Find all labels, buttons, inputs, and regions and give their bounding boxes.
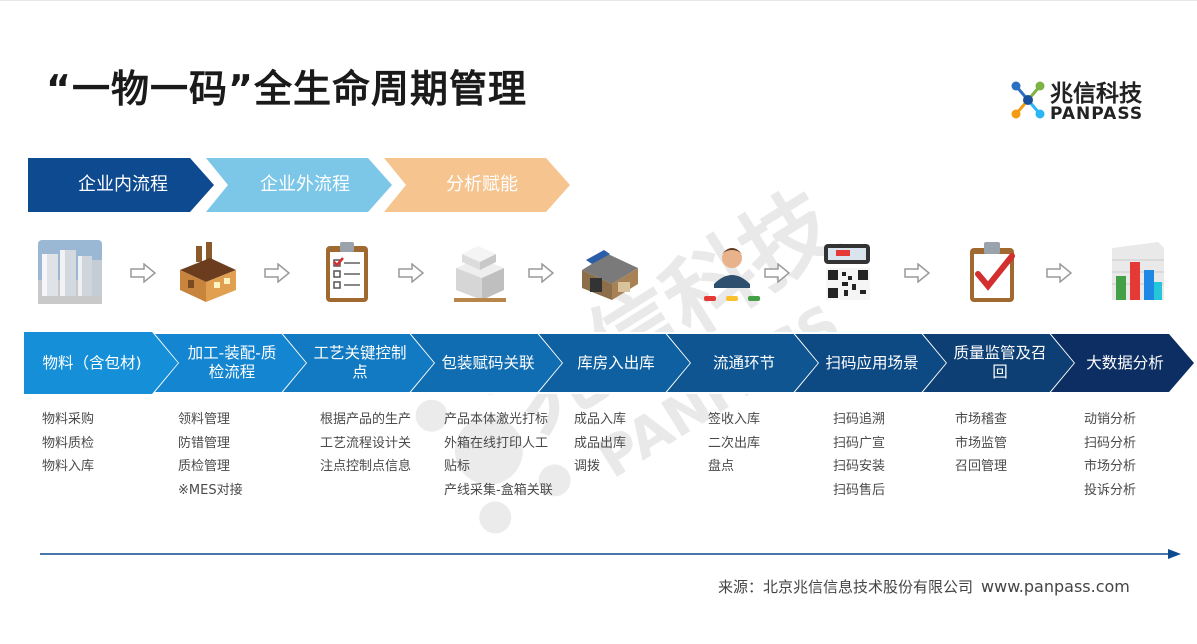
- next-arrow-icon: [264, 262, 291, 287]
- check-clipboard-icon: [962, 240, 1026, 304]
- stage-detail-list: 物料采购 物料质检 物料入库: [42, 408, 152, 479]
- stage-detail-list: 市场稽查 市场监管 召回管理: [955, 408, 1055, 479]
- detail-item: 注点控制点信息: [320, 459, 412, 474]
- logo-name-cn: 兆信科技: [1050, 81, 1142, 107]
- detail-item: 市场分析: [1084, 459, 1137, 474]
- checklist-clipboard-icon: [316, 240, 380, 304]
- detail-item: 盘点: [708, 459, 735, 474]
- stage-chevron: 工艺关键控制点: [280, 332, 438, 394]
- next-arrow-icon: [1046, 262, 1073, 287]
- next-arrow-icon: [398, 262, 425, 287]
- stage-label: 扫码应用场景: [825, 353, 919, 372]
- page-title: “一物一码”全生命周期管理: [46, 67, 527, 111]
- detail-item: 贴标: [444, 459, 471, 474]
- detail-item: 市场监管: [955, 435, 1008, 451]
- next-arrow-icon: [130, 262, 157, 287]
- detail-item: 动销分析: [1084, 412, 1137, 427]
- stage-label: 质量监管及召回: [953, 344, 1047, 381]
- stage-label: 库房入出库: [577, 353, 655, 372]
- stage-detail-list: 根据产品的生产 工艺流程设计关 注点控制点信息: [320, 408, 416, 479]
- next-arrow-icon: [904, 262, 931, 287]
- detail-item: 物料采购: [42, 412, 95, 427]
- stage-chevron: 包装赋码关联: [408, 332, 566, 394]
- bar-chart-icon: [1106, 240, 1170, 304]
- detail-item: 投诉分析: [1084, 482, 1137, 498]
- detail-item: 召回管理: [955, 459, 1008, 474]
- stage-detail-list: 产品本体激光打标 外箱在线打印人工 贴标 产线采集-盒箱关联: [444, 408, 556, 502]
- detail-item: 扫码分析: [1084, 435, 1137, 451]
- timeline-arrow: [40, 549, 1181, 559]
- logo-name-en: PANPASS: [1050, 104, 1144, 124]
- detail-item: 调拨: [574, 459, 601, 474]
- stage-label: 工艺关键控制点: [313, 344, 407, 381]
- stage-detail-list: 动销分析 扫码分析 市场分析 投诉分析: [1084, 408, 1184, 502]
- stage-label: 物料（含包材): [42, 353, 142, 372]
- stage-detail-list: 扫码追溯 扫码广宣 扫码安装 扫码售后: [833, 408, 933, 502]
- qr-phone-icon: [816, 240, 880, 304]
- stage-chevron: 质量监管及召回: [920, 332, 1078, 394]
- stage-chevron: 加工-装配-质检流程: [152, 332, 310, 394]
- detail-item: 工艺流程设计关: [320, 435, 412, 451]
- panpass-logo-icon: [1011, 81, 1045, 119]
- next-arrow-icon: [764, 262, 791, 287]
- detail-item: 防错管理: [178, 435, 231, 451]
- detail-item: 产线采集-盒箱关联: [444, 482, 553, 498]
- detail-item: 市场稽查: [955, 412, 1008, 427]
- person-icon: [700, 240, 764, 304]
- detail-item: 产品本体激光打标: [444, 412, 549, 427]
- source-footer: 来源：北京兆信信息技术股份有限公司 www.panpass.com: [718, 576, 1130, 597]
- warehouse-icon: [578, 240, 642, 304]
- stage-detail-list: 领料管理 防错管理 质检管理 ※MES对接: [178, 408, 288, 502]
- factory-icon: [176, 240, 240, 304]
- stage-detail-list: 成品入库 成品出库 调拨: [574, 408, 674, 479]
- stage-chevron: 库房入出库: [536, 332, 694, 394]
- detail-item: 物料质检: [42, 435, 95, 451]
- top-border: [0, 0, 1197, 1]
- storage-tanks-icon: [38, 240, 102, 304]
- detail-item: 二次出库: [708, 435, 761, 451]
- detail-item: 外箱在线打印人工: [444, 435, 549, 451]
- stage-detail-list: 签收入库 二次出库 盘点: [708, 408, 808, 479]
- detail-item: 扫码追溯: [833, 412, 886, 427]
- stage-label: 大数据分析: [1086, 353, 1164, 372]
- detail-item: 扫码售后: [833, 482, 886, 498]
- detail-item: 物料入库: [42, 459, 95, 474]
- phase-label: 企业外流程: [260, 174, 350, 195]
- detail-item: 领料管理: [178, 412, 231, 427]
- stage-chevron: 扫码应用场景: [792, 332, 950, 394]
- detail-item: 质检管理: [178, 459, 231, 474]
- logo: 兆信科技 PANPASS: [1008, 74, 1168, 130]
- stage-chevron: 流通环节: [664, 332, 822, 394]
- detail-item: 成品入库: [574, 412, 627, 427]
- stage-label: 流通环节: [712, 353, 775, 372]
- boxes-icon: [448, 240, 512, 304]
- phase-label: 分析赋能: [446, 174, 518, 195]
- detail-item: 扫码广宣: [833, 435, 886, 451]
- detail-item: 签收入库: [708, 412, 761, 427]
- detail-item: 成品出库: [574, 435, 627, 451]
- stage-label: 加工-装配-质检流程: [187, 344, 277, 381]
- phase-analytics: 分析赋能: [384, 158, 570, 212]
- phase-internal: 企业内流程: [28, 158, 214, 212]
- phase-label: 企业内流程: [78, 174, 168, 195]
- detail-item: 根据产品的生产: [320, 412, 412, 427]
- stage-chevron: 物料（含包材): [24, 332, 182, 394]
- detail-item: ※MES对接: [178, 482, 243, 498]
- source-url: www.panpass.com: [981, 577, 1130, 596]
- stage-label: 包装赋码关联: [441, 353, 535, 372]
- stage-chevron: 大数据分析: [1048, 332, 1197, 394]
- source-text: 来源：北京兆信信息技术股份有限公司: [718, 578, 974, 596]
- phase-external: 企业外流程: [206, 158, 392, 212]
- detail-item: 扫码安装: [833, 459, 886, 474]
- next-arrow-icon: [528, 262, 555, 287]
